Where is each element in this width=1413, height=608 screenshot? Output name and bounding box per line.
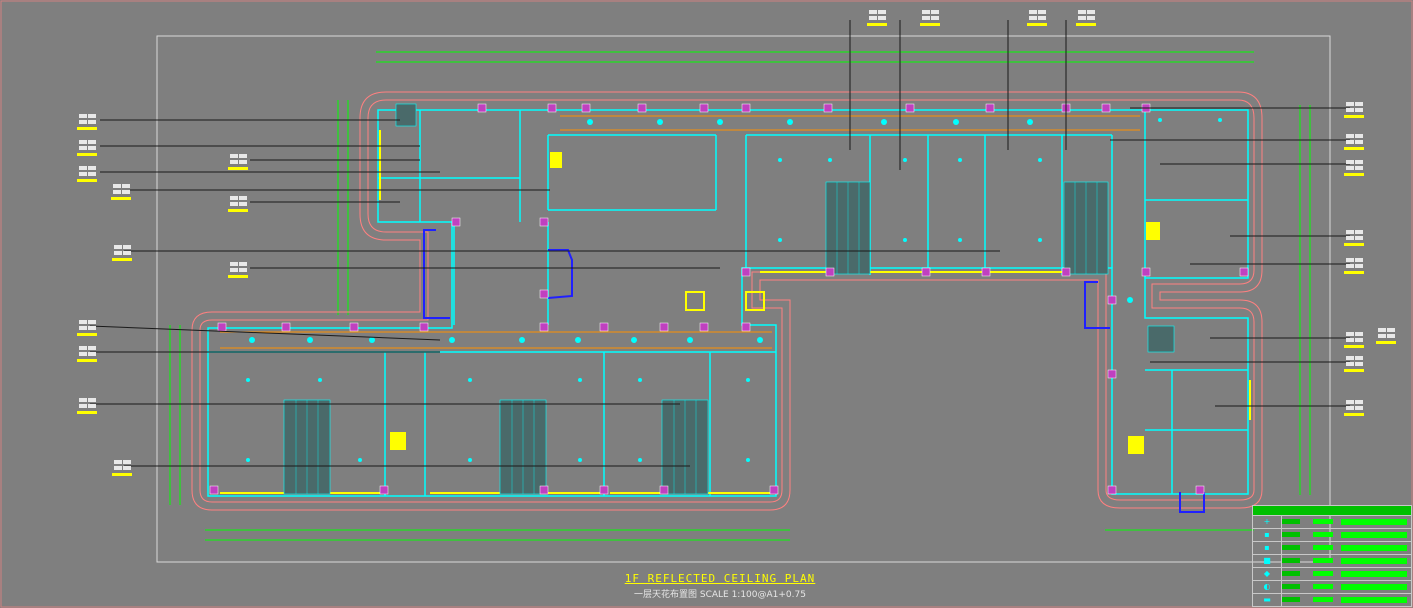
annotation-tag[interactable] (867, 8, 887, 26)
legend-row: ▪ (1253, 529, 1411, 542)
annotation-tag[interactable] (1344, 228, 1364, 246)
light-fixtures (246, 118, 1222, 462)
annotation-tag[interactable] (1344, 330, 1364, 348)
legend-symbol: ▪ (1253, 529, 1282, 541)
ceiling-grids (283, 103, 1175, 495)
legend-header (1253, 506, 1411, 516)
legend-table: + ▪ ▪ ■ ◆ ◐ ▬ (1252, 505, 1412, 607)
legend-row: ◆ (1253, 568, 1411, 581)
legend-symbol: ◆ (1253, 568, 1282, 580)
legend-row: + (1253, 516, 1411, 529)
annotation-tag[interactable] (1344, 100, 1364, 118)
annotation-tag[interactable] (77, 138, 97, 156)
legend-row: ▪ (1253, 542, 1411, 555)
legend-symbol: + (1253, 516, 1282, 528)
annotation-tag[interactable] (77, 318, 97, 336)
grid-lines (295, 182, 1098, 494)
soffit-strips (220, 115, 1140, 349)
annotation-tag[interactable] (77, 344, 97, 362)
leader-lines (89, 20, 1350, 467)
annotation-tag[interactable] (1344, 158, 1364, 176)
annotation-tag[interactable] (228, 260, 248, 278)
annotation-tag[interactable] (77, 112, 97, 130)
building-outline (191, 91, 1263, 511)
blue-curves (423, 229, 1205, 513)
drawing-frame (156, 35, 1331, 563)
structural-columns (209, 103, 1249, 495)
legend-row: ◐ (1253, 581, 1411, 594)
annotation-tag[interactable] (920, 8, 940, 26)
annotation-tag[interactable] (228, 194, 248, 212)
annotation-tag[interactable] (228, 152, 248, 170)
annotation-tag[interactable] (77, 396, 97, 414)
dimension-lines (169, 51, 1311, 541)
annotation-tag[interactable] (112, 243, 132, 261)
legend-symbol: ◐ (1253, 581, 1282, 593)
interior-walls (207, 109, 1249, 497)
annotation-tag[interactable] (1344, 256, 1364, 274)
stair-symbols (390, 152, 1160, 454)
annotation-tag[interactable] (77, 164, 97, 182)
annotation-tag[interactable] (1344, 398, 1364, 416)
annotation-tag[interactable] (1344, 354, 1364, 372)
legend-row: ■ (1253, 555, 1411, 568)
drawing-title-block: 1F REFLECTED CEILING PLAN 一层天花布置图 SCALE … (560, 572, 880, 600)
legend-row: ▬ (1253, 594, 1411, 607)
legend-symbol: ■ (1253, 555, 1282, 567)
drawing-subtitle: 一层天花布置图 SCALE 1:100@A1+0.75 (634, 590, 806, 600)
annotation-tag[interactable] (1076, 8, 1096, 26)
annotation-tag[interactable] (1376, 326, 1396, 344)
annotation-tag[interactable] (1027, 8, 1047, 26)
legend-symbol: ▬ (1253, 594, 1282, 606)
annotation-tag[interactable] (112, 458, 132, 476)
legend-symbol: ▪ (1253, 542, 1282, 554)
drawing-title: 1F REFLECTED CEILING PLAN (624, 572, 816, 585)
annotation-tag[interactable] (111, 182, 131, 200)
annotation-tag[interactable] (1344, 132, 1364, 150)
